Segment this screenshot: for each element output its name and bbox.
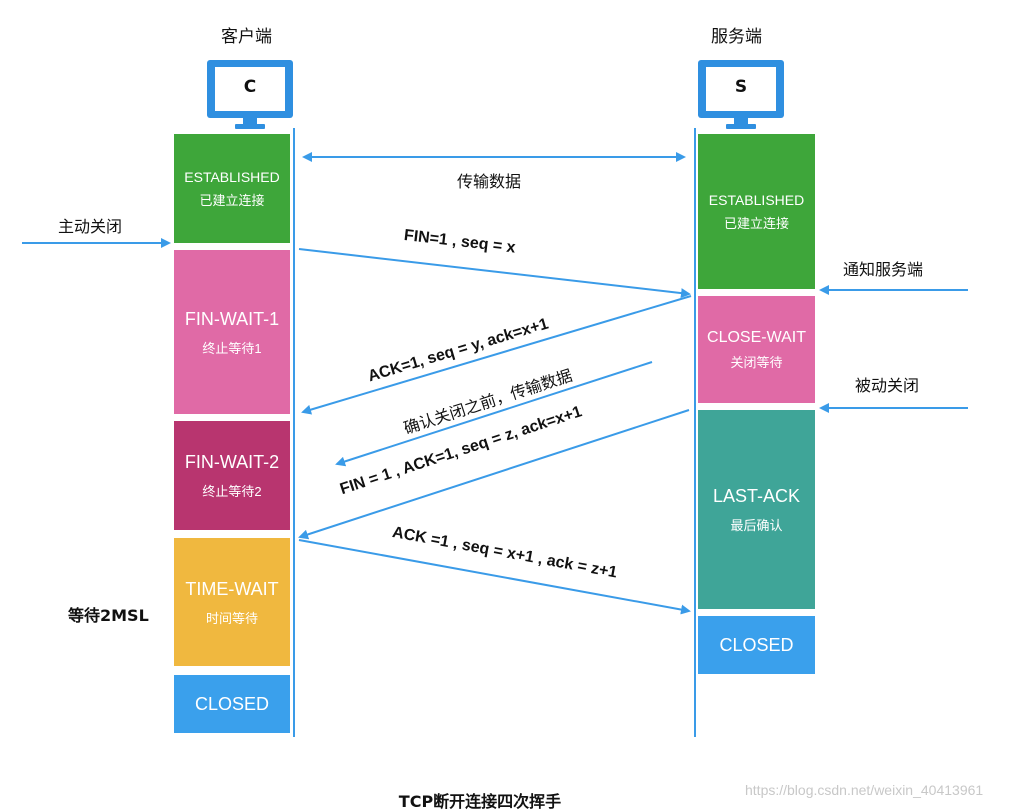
server-state-last-ack-sub: 最后确认 bbox=[730, 518, 783, 533]
server-state-last-ack-name: LAST-ACK bbox=[712, 486, 801, 506]
server-state-established: ESTABLISHED 已建立连接 bbox=[698, 134, 815, 289]
active-close-label: 主动关闭 bbox=[58, 217, 123, 236]
client-state-time-wait: TIME-WAIT 时间等待 bbox=[174, 538, 290, 666]
client-monitor-letter: C bbox=[243, 77, 257, 97]
ack1-arrow bbox=[301, 295, 692, 415]
client-state-established: ESTABLISHED 已建立连接 bbox=[174, 134, 290, 243]
client-state-fin-wait-2-sub: 终止等待2 bbox=[202, 484, 262, 499]
client-state-established-name: ESTABLISHED bbox=[184, 169, 280, 185]
client-state-fin-wait-2-name: FIN-WAIT-2 bbox=[184, 452, 280, 472]
data-before-close-arrow bbox=[335, 361, 653, 467]
server-state-established-name: ESTABLISHED bbox=[708, 192, 805, 208]
client-state-time-wait-name: TIME-WAIT bbox=[185, 578, 279, 599]
data-transfer-label: 传输数据 bbox=[457, 172, 522, 191]
server-state-close-wait-name: CLOSE-WAIT bbox=[707, 329, 806, 346]
server-monitor-letter: S bbox=[734, 77, 748, 97]
client-state-fin-wait-1-sub: 终止等待1 bbox=[202, 340, 262, 356]
client-state-closed-name: CLOSED bbox=[194, 694, 270, 714]
ack2-arrow bbox=[298, 539, 691, 615]
client-monitor-icon bbox=[207, 60, 293, 129]
server-title: 服务端 bbox=[711, 27, 762, 47]
server-state-closed: CLOSED bbox=[698, 616, 815, 674]
client-state-established-sub: 已建立连接 bbox=[199, 193, 265, 208]
server-state-established-sub: 已建立连接 bbox=[723, 216, 789, 231]
notify-server-label: 通知服务端 bbox=[843, 260, 924, 279]
client-state-fin-wait-1-name: FIN-WAIT-1 bbox=[184, 308, 280, 329]
diagram-caption: TCP断开连接四次挥手 bbox=[398, 792, 562, 811]
server-state-close-wait-sub: 关闭等待 bbox=[730, 355, 783, 370]
server-monitor-icon bbox=[698, 60, 784, 129]
server-state-close-wait: CLOSE-WAIT 关闭等待 bbox=[698, 296, 815, 403]
client-title: 客户端 bbox=[221, 27, 272, 47]
client-state-closed: CLOSED bbox=[174, 675, 290, 733]
fin2-arrow bbox=[298, 409, 690, 540]
client-state-fin-wait-2: FIN-WAIT-2 终止等待2 bbox=[174, 421, 290, 530]
wait-2msl-label: 等待2MSL bbox=[68, 606, 149, 625]
server-state-closed-name: CLOSED bbox=[719, 635, 794, 655]
watermark: https://blog.csdn.net/weixin_40413961 bbox=[745, 782, 984, 798]
passive-close-label: 被动关闭 bbox=[855, 376, 920, 395]
server-state-last-ack: LAST-ACK 最后确认 bbox=[698, 410, 815, 609]
client-state-time-wait-sub: 时间等待 bbox=[205, 610, 258, 626]
fin1-arrow bbox=[298, 248, 691, 299]
client-state-fin-wait-1: FIN-WAIT-1 终止等待1 bbox=[174, 250, 290, 414]
